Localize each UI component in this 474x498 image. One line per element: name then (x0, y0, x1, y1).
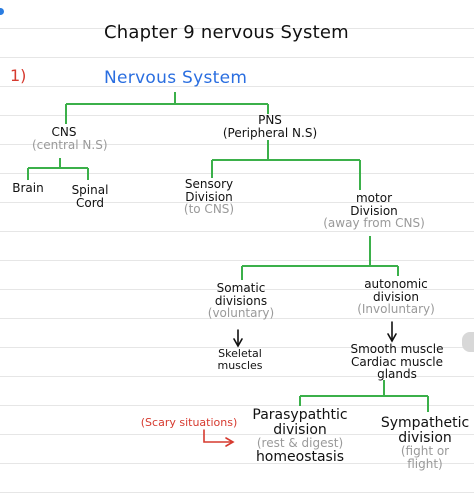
node-sensory-division: Sensory Division (to CNS) (172, 178, 246, 216)
page-title: Chapter 9 nervous System (104, 22, 349, 43)
node-smooth-cardiac-glands: Smooth muscle Cardiac muscle glands (338, 343, 456, 381)
somatic-line1: Somatic (216, 281, 266, 295)
sympathetic-sub1: (fight or (400, 444, 450, 459)
smooth-line2: Cardiac muscle (350, 354, 444, 369)
autonomic-line1: autonomic (364, 277, 428, 291)
autonomic-sub: (Involuntary) (357, 302, 435, 317)
node-spinal-cord: Spinal Cord (68, 184, 112, 209)
skeletal-line2: muscles (217, 358, 263, 372)
node-sympathetic-division: Sympathetic division (fight or flight) (378, 416, 472, 471)
somatic-sub: (voluntary) (207, 306, 275, 321)
node-skeletal-muscles: Skeletal muscles (208, 348, 272, 371)
sympathetic-line2: division (398, 429, 452, 446)
scary-arrowhead (225, 437, 235, 447)
autonomic-line2: division (373, 289, 419, 304)
pns-sub: (Peripheral N.S) (222, 125, 318, 140)
skeletal-arrowhead (233, 338, 243, 348)
sensory-sub: (to CNS) (183, 202, 235, 217)
skeletal-line1: Skeletal (218, 347, 262, 360)
section-number: 1) (10, 66, 27, 85)
node-autonomic-division: autonomic division (Involuntary) (346, 278, 446, 316)
motor-sub: (away from CNS) (323, 216, 425, 231)
selection-handle[interactable] (0, 8, 4, 15)
sympathetic-sub2: flight) (407, 456, 443, 471)
parasympathetic-line3: homeostasis (255, 448, 345, 465)
node-pns: PNS (Peripheral N.S) (222, 114, 318, 139)
sensory-line1: Sensory (184, 177, 234, 191)
sympathetic-line1: Sympathetic (380, 415, 470, 431)
node-somatic-divisions: Somatic divisions (voluntary) (200, 282, 282, 320)
spinal-cord-line1: Spinal (71, 183, 109, 197)
scroll-thumb[interactable] (462, 332, 474, 352)
pns-label: PNS (258, 113, 282, 127)
smooth-line1: Smooth muscle (350, 342, 444, 356)
node-motor-division: motor Division (away from CNS) (318, 192, 430, 230)
spinal-cord-line2: Cord (75, 195, 105, 210)
note-scary-situations: (Scary situations) (140, 416, 238, 429)
parasympathetic-line1: Parasypathtic (252, 407, 348, 423)
node-brain: Brain (12, 181, 44, 195)
root-node-nervous-system: Nervous System (104, 68, 248, 88)
somatic-line2: divisions (214, 293, 268, 308)
node-cns: CNS (central N.S) (32, 125, 108, 152)
cns-label: CNS (51, 125, 77, 139)
parasympathetic-sub: (rest & digest) (256, 436, 344, 451)
sensory-line2: Division (185, 189, 233, 204)
motor-line1: motor (355, 191, 392, 205)
cns-sub: (central N.S) (32, 137, 108, 152)
smooth-line3: glands (377, 367, 417, 382)
smooth-arrowhead (387, 333, 397, 343)
motor-line2: Division (350, 203, 398, 218)
scary-arrow (203, 429, 233, 443)
node-parasympathetic-division: Parasypathtic division (rest & digest) h… (248, 408, 352, 465)
parasympathetic-line2: division (273, 421, 327, 438)
